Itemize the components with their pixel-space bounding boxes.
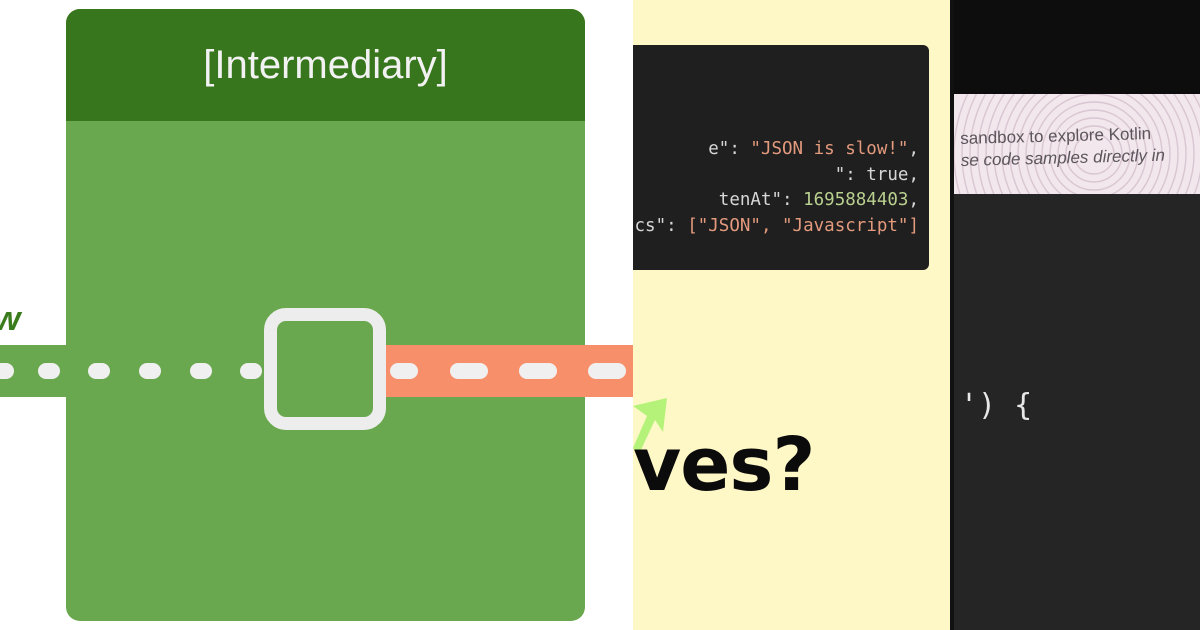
moire-pattern: [954, 94, 1200, 194]
code-value: 1695884403: [803, 190, 909, 210]
partial-side-label: w: [0, 300, 20, 339]
code-lines: e": "JSON is slow!",": true,tenAt": 1695…: [635, 137, 919, 239]
kotlin-screen-panel: sandbox to explore Kotlin se code sample…: [950, 0, 1200, 630]
code-punctuation: ,: [908, 139, 919, 159]
intermediary-header: [Intermediary]: [66, 9, 585, 121]
code-value: "JSON is slow!": [750, 139, 909, 159]
code-line: cs": ["JSON", "Javascript"]: [635, 214, 919, 240]
arrow-icon: [633, 398, 667, 454]
code-line: ": true,: [635, 163, 919, 189]
code-punctuation: ,: [908, 164, 919, 185]
code-fragment: ') {: [960, 388, 1033, 423]
screen-bezel: [954, 0, 1200, 94]
intermediary-title: [Intermediary]: [203, 42, 448, 87]
path-dash: [519, 363, 557, 379]
code-key: e":: [708, 139, 751, 159]
code-line: e": "JSON is slow!",: [635, 137, 919, 163]
code-key: tenAt":: [718, 190, 804, 210]
code-key: ":: [834, 164, 867, 185]
json-code-panel: e": "JSON is slow!",": true,tenAt": 1695…: [633, 0, 950, 630]
code-value: ["JSON", "Javascript"]: [687, 215, 919, 236]
path-dot: [190, 363, 212, 379]
panel-divider: [950, 0, 954, 630]
code-value: true: [866, 164, 909, 185]
screen-banner: sandbox to explore Kotlin se code sample…: [954, 94, 1200, 194]
path-dot: [240, 363, 262, 379]
code-punctuation: ,: [908, 190, 919, 210]
intermediary-node-box: [264, 308, 386, 430]
code-line: tenAt": 1695884403,: [635, 188, 919, 214]
intermediary-diagram-panel: w [Intermediary]: [0, 9, 633, 621]
banner-text: sandbox to explore Kotlin se code sample…: [960, 123, 1165, 172]
headline-fragment: ves?: [633, 422, 815, 508]
path-dash: [588, 363, 626, 379]
path-dash: [390, 363, 418, 379]
code-block: e": "JSON is slow!",": true,tenAt": 1695…: [633, 45, 929, 270]
code-key: cs":: [634, 215, 688, 236]
code-editor-area: [954, 194, 1200, 630]
path-dot: [139, 363, 161, 379]
path-dot: [0, 363, 14, 379]
path-dash: [450, 363, 488, 379]
path-dot: [38, 363, 60, 379]
path-dot: [88, 363, 110, 379]
